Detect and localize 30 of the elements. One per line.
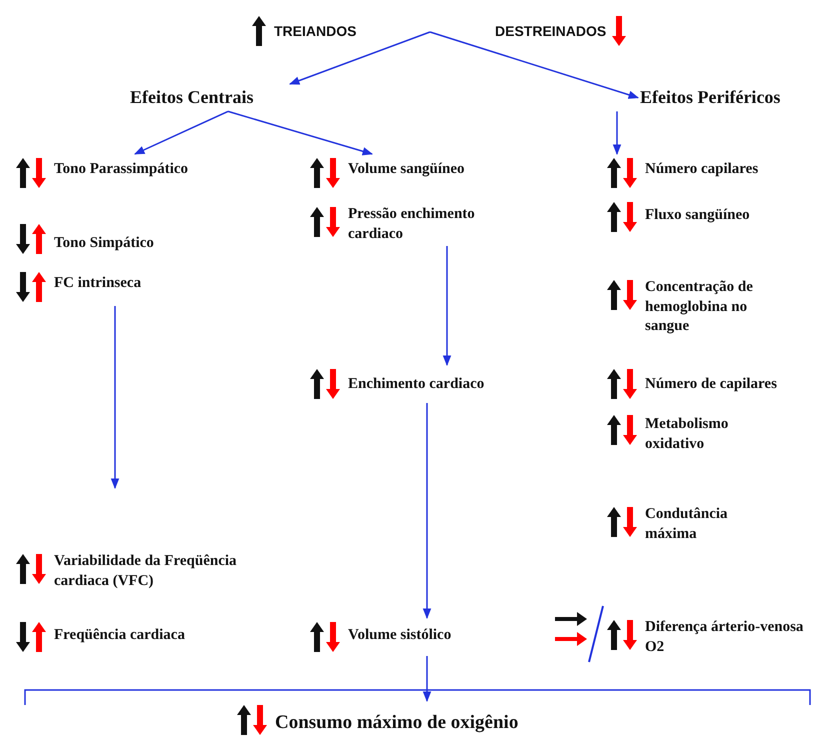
- effect-label: DESTREINADOS: [495, 22, 606, 40]
- effect-label: Fluxo sangüíneo: [645, 206, 750, 225]
- effect-label: Freqüência cardiaca: [54, 626, 185, 645]
- arrow: [422, 403, 432, 620]
- effect-label: Diferença árterio-venosa O2: [645, 618, 804, 656]
- arrow: [430, 31, 639, 99]
- effect-label: Volume sangüíneo: [348, 160, 465, 179]
- effect-label: Volume sistólico: [348, 626, 452, 645]
- arrow: [110, 306, 120, 490]
- effect-label: Tono Parassimpático: [54, 160, 188, 179]
- effect-label: Enchimento cardiaco: [348, 375, 484, 394]
- arrow: [422, 656, 432, 702]
- effect-label: TREIANDOS: [274, 22, 356, 40]
- effect-label: Concentração de hemoglobina no sangue: [645, 278, 754, 336]
- effect-label: Condutância máxima: [645, 505, 729, 544]
- effect-label: Variabilidade da Freqüência cardiaca (VFC): [54, 552, 238, 590]
- arrow: [134, 110, 228, 155]
- effect-label: Número de capilares: [645, 375, 777, 394]
- effect-label: Pressão enchimento cardiaco: [348, 205, 476, 244]
- arrow: [228, 110, 373, 156]
- effect-label: Metabolismo oxidativo: [645, 415, 730, 454]
- arrow: [612, 111, 622, 156]
- arrow: [442, 246, 452, 366]
- effect-label: Número capilares: [645, 160, 758, 179]
- effect-label: Consumo máximo de oxigênio: [275, 711, 518, 735]
- section-heading: Efeitos Centrais: [130, 86, 254, 109]
- effect-label: FC intrinseca: [54, 274, 142, 293]
- arrow: [289, 31, 430, 85]
- effect-label: Tono Simpático: [54, 234, 154, 253]
- section-heading: Efeitos Periféricos: [640, 86, 780, 109]
